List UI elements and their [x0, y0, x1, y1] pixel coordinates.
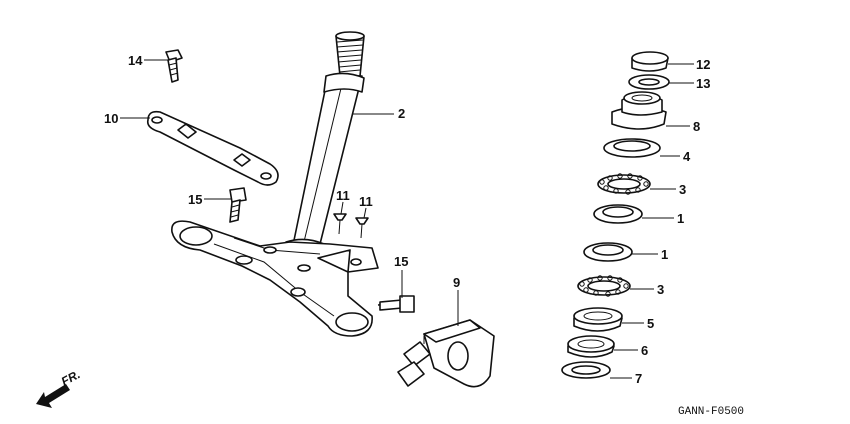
- callout-1-upper: 1: [677, 211, 684, 226]
- callout-8: 8: [693, 119, 700, 134]
- bolt-15-upper: [229, 187, 247, 223]
- callout-9: 9: [453, 275, 460, 290]
- callout-5: 5: [647, 316, 654, 331]
- callouts: 14 10 15 11 11 2 15 9 12 13 8 4 3 1 1 3 …: [104, 53, 710, 386]
- bearing-3-lower: [577, 275, 631, 297]
- callout-4: 4: [683, 149, 691, 164]
- callout-6: 6: [641, 343, 648, 358]
- screw-11-left: [333, 213, 347, 235]
- callout-13: 13: [696, 76, 710, 91]
- bracket: [146, 110, 279, 186]
- steering-stem: [283, 31, 365, 265]
- race-1-upper: [593, 204, 643, 224]
- leader-lines: [120, 59, 694, 379]
- washer-13: [628, 74, 670, 90]
- bearing-3-upper: [597, 173, 651, 195]
- direction-label: FR.: [59, 367, 83, 388]
- diagram-code: GANN-F0500: [678, 406, 744, 418]
- screw-11-right: [355, 217, 369, 239]
- callout-1-lower: 1: [661, 247, 668, 262]
- front-direction-arrow: FR.: [36, 367, 82, 408]
- bolt-15-lower: [377, 295, 415, 313]
- callout-15-upper: 15: [188, 192, 202, 207]
- callout-11-left: 11: [336, 188, 350, 203]
- nut-12: [631, 51, 669, 72]
- bottom-bridge: [171, 220, 379, 337]
- ignition-lock: [397, 319, 495, 388]
- race-4: [603, 138, 661, 158]
- callout-12: 12: [696, 57, 710, 72]
- callout-14: 14: [128, 53, 143, 68]
- callout-3-lower: 3: [657, 282, 664, 297]
- callout-10: 10: [104, 111, 118, 126]
- race-5: [573, 307, 623, 332]
- race-1-lower: [583, 242, 633, 262]
- washer-7: [561, 361, 611, 379]
- adjusting-nut-8: [611, 91, 667, 130]
- seal-6: [567, 335, 615, 358]
- callout-3-upper: 3: [679, 182, 686, 197]
- callout-2: 2: [398, 106, 405, 121]
- callout-7: 7: [635, 371, 642, 386]
- callout-15-lower: 15: [394, 254, 408, 269]
- bolt-14: [165, 49, 183, 83]
- callout-11-right: 11: [359, 194, 373, 209]
